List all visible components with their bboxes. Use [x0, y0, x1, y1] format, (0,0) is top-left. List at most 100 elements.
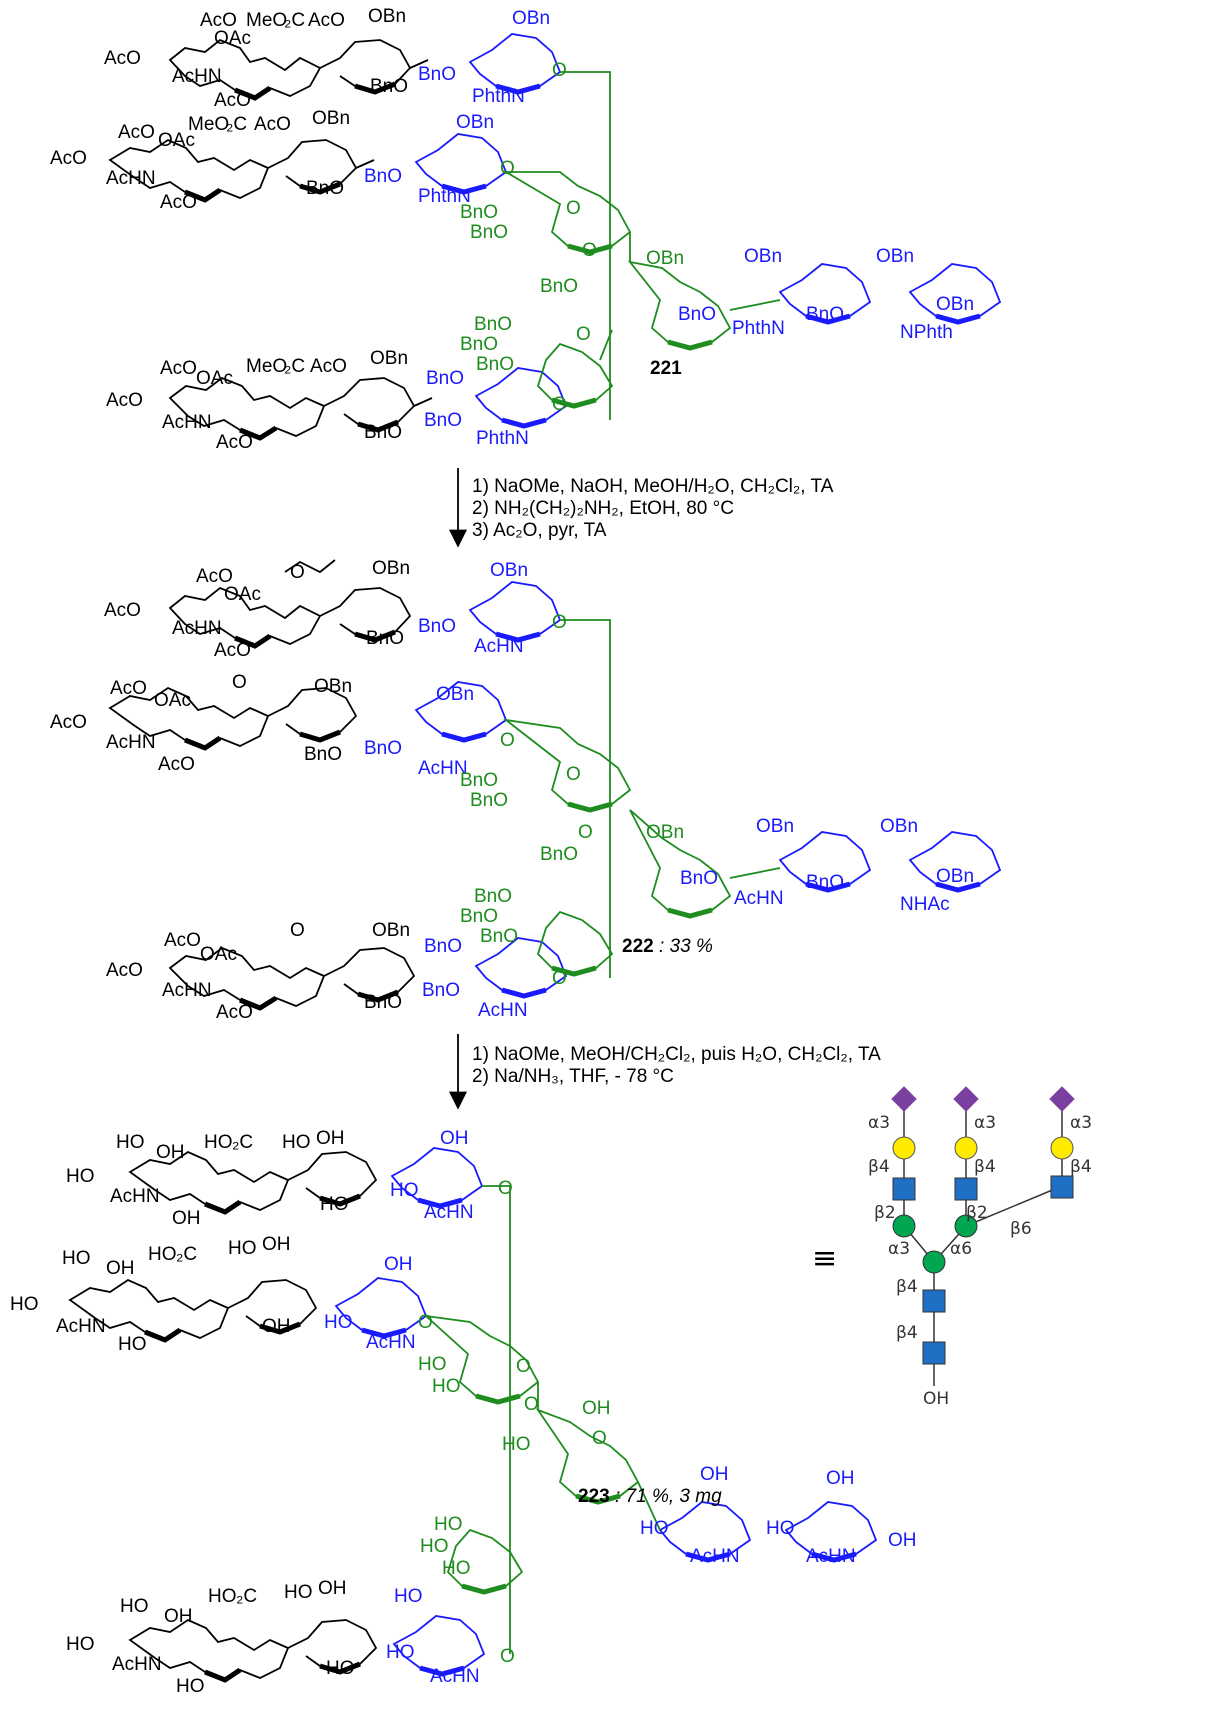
linkage-alpha6-core: α6	[950, 1239, 972, 1259]
compound-223-label: 223 : 71 %, 3 mg	[578, 1486, 722, 1507]
svg-text:AcHN: AcHN	[56, 1316, 106, 1337]
svg-text:OBn: OBn	[372, 920, 410, 941]
svg-text:O: O	[578, 822, 593, 843]
svg-text:OH: OH	[172, 1208, 201, 1229]
conditions-1-step-2: 2) NH₂(CH₂)₂NH₂, EtOH, 80 °C	[472, 498, 734, 519]
svg-text:HO: HO	[118, 1334, 147, 1355]
svg-text:₂C: ₂C	[236, 1586, 257, 1607]
svg-text:HO: HO	[208, 1586, 237, 1607]
svg-text:AcO: AcO	[164, 930, 201, 951]
svg-text:HO: HO	[62, 1248, 91, 1269]
svg-text:OAc: OAc	[224, 584, 261, 605]
svg-text:HO: HO	[442, 1558, 471, 1579]
svg-text:BnO: BnO	[460, 770, 498, 791]
svg-text:₂C: ₂C	[232, 1132, 253, 1153]
conditions-1-step-3: 3) Ac₂O, pyr, TA	[472, 520, 607, 541]
svg-text:OH: OH	[384, 1254, 413, 1275]
svg-text:AcO: AcO	[106, 960, 143, 981]
svg-text:HO: HO	[420, 1536, 449, 1557]
linkage-alpha3-2: α3	[974, 1113, 996, 1133]
svg-text:HO: HO	[324, 1312, 353, 1333]
svg-text:OH: OH	[262, 1234, 291, 1255]
linkage-beta4-core-1: β4	[896, 1277, 918, 1297]
svg-text:HO: HO	[66, 1634, 95, 1655]
svg-text:O: O	[500, 730, 515, 751]
svg-text:OBn: OBn	[756, 816, 794, 837]
svg-text:AcHN: AcHN	[172, 618, 222, 639]
svg-text:O: O	[566, 764, 581, 785]
svg-text:HO: HO	[434, 1514, 463, 1535]
svg-text:O: O	[290, 562, 305, 583]
svg-text:₂C: ₂C	[176, 1244, 197, 1265]
svg-text:AcHN: AcHN	[478, 1000, 528, 1021]
glcnac-square-1	[892, 1177, 916, 1201]
reducing-end-oh: OH	[923, 1389, 949, 1409]
svg-text:O: O	[418, 1312, 433, 1333]
mannose-circle-core	[922, 1250, 946, 1274]
svg-text:OH: OH	[106, 1258, 135, 1279]
svg-text:OH: OH	[826, 1468, 855, 1489]
svg-text:BnO: BnO	[540, 844, 578, 865]
svg-text:HO: HO	[204, 1132, 233, 1153]
svg-text:BnO: BnO	[366, 628, 404, 649]
svg-text:OH: OH	[164, 1606, 193, 1627]
svg-text:AcHN: AcHN	[162, 980, 212, 1001]
galactose-circle-3	[1050, 1136, 1074, 1160]
compound-221-label: 221	[650, 358, 682, 379]
linkage-alpha3-core: α3	[888, 1239, 910, 1259]
svg-text:BnO: BnO	[364, 992, 402, 1013]
compound-221-structure	[50, 6, 1000, 453]
svg-text:OH: OH	[316, 1128, 345, 1149]
svg-text:AcHN: AcHN	[418, 758, 468, 779]
svg-text:HO: HO	[640, 1518, 669, 1539]
svg-text:HO: HO	[66, 1166, 95, 1187]
svg-text:NHAc: NHAc	[900, 894, 950, 915]
linkage-beta2-2: β2	[966, 1203, 988, 1223]
glcnac-square-2	[954, 1177, 978, 1201]
svg-text:BnO: BnO	[474, 886, 512, 907]
svg-text:O: O	[500, 1646, 515, 1667]
compound-222-structure: AcO OAc O OBn AcO AcHN AcO BnO OBn BnO A…	[50, 558, 1002, 1023]
svg-text:O: O	[516, 1356, 531, 1377]
svg-text:HO: HO	[120, 1596, 149, 1617]
linkage-beta4-3: β4	[1070, 1157, 1092, 1177]
svg-text:AcHN: AcHN	[112, 1654, 162, 1675]
svg-text:OH: OH	[156, 1142, 185, 1163]
svg-text:BnO: BnO	[424, 936, 462, 957]
glycan-symbol-diagram: α3 α3 α3 β4 β4 β4 β2 β2 β6 α3 α6 β4 β4 O…	[868, 1086, 1092, 1409]
neu5ac-diamond-1	[891, 1086, 917, 1112]
svg-text:HO: HO	[320, 1194, 349, 1215]
svg-text:HO: HO	[284, 1582, 313, 1603]
neu5ac-diamond-3	[1049, 1086, 1075, 1112]
svg-text:BnO: BnO	[422, 980, 460, 1001]
svg-text:BnO: BnO	[418, 616, 456, 637]
svg-text:AcHN: AcHN	[734, 888, 784, 909]
svg-text:BnO: BnO	[480, 926, 518, 947]
svg-text:AcHN: AcHN	[106, 732, 156, 753]
mannose-circle-2	[954, 1214, 978, 1238]
svg-text:HO: HO	[766, 1518, 795, 1539]
galactose-circle-2	[954, 1136, 978, 1160]
svg-text:AcHN: AcHN	[806, 1546, 856, 1567]
svg-text:OH: OH	[700, 1464, 729, 1485]
linkage-beta4-1: β4	[868, 1157, 890, 1177]
equivalence-sign: ≡	[812, 1241, 837, 1276]
svg-text:OBn: OBn	[490, 560, 528, 581]
svg-text:O: O	[552, 968, 567, 989]
linkage-alpha3-1: α3	[868, 1113, 890, 1133]
galactose-circle-1	[892, 1136, 916, 1160]
svg-text:AcO: AcO	[214, 640, 251, 661]
neu5ac-diamond-2	[953, 1086, 979, 1112]
svg-text:HO: HO	[432, 1376, 461, 1397]
svg-text:AcHN: AcHN	[474, 636, 524, 657]
svg-text:OBn: OBn	[646, 822, 684, 843]
svg-text:HO: HO	[326, 1658, 355, 1679]
svg-text:HO: HO	[176, 1676, 205, 1697]
glcnac-square-core-1	[922, 1289, 946, 1313]
svg-text:BnO: BnO	[304, 744, 342, 765]
conditions-2-step-2: 2) Na/NH₃, THF, - 78 °C	[472, 1066, 674, 1087]
svg-text:OH: OH	[888, 1530, 917, 1551]
svg-text:BnO: BnO	[470, 790, 508, 811]
svg-text:OBn: OBn	[936, 866, 974, 887]
svg-text:O: O	[592, 1428, 607, 1449]
